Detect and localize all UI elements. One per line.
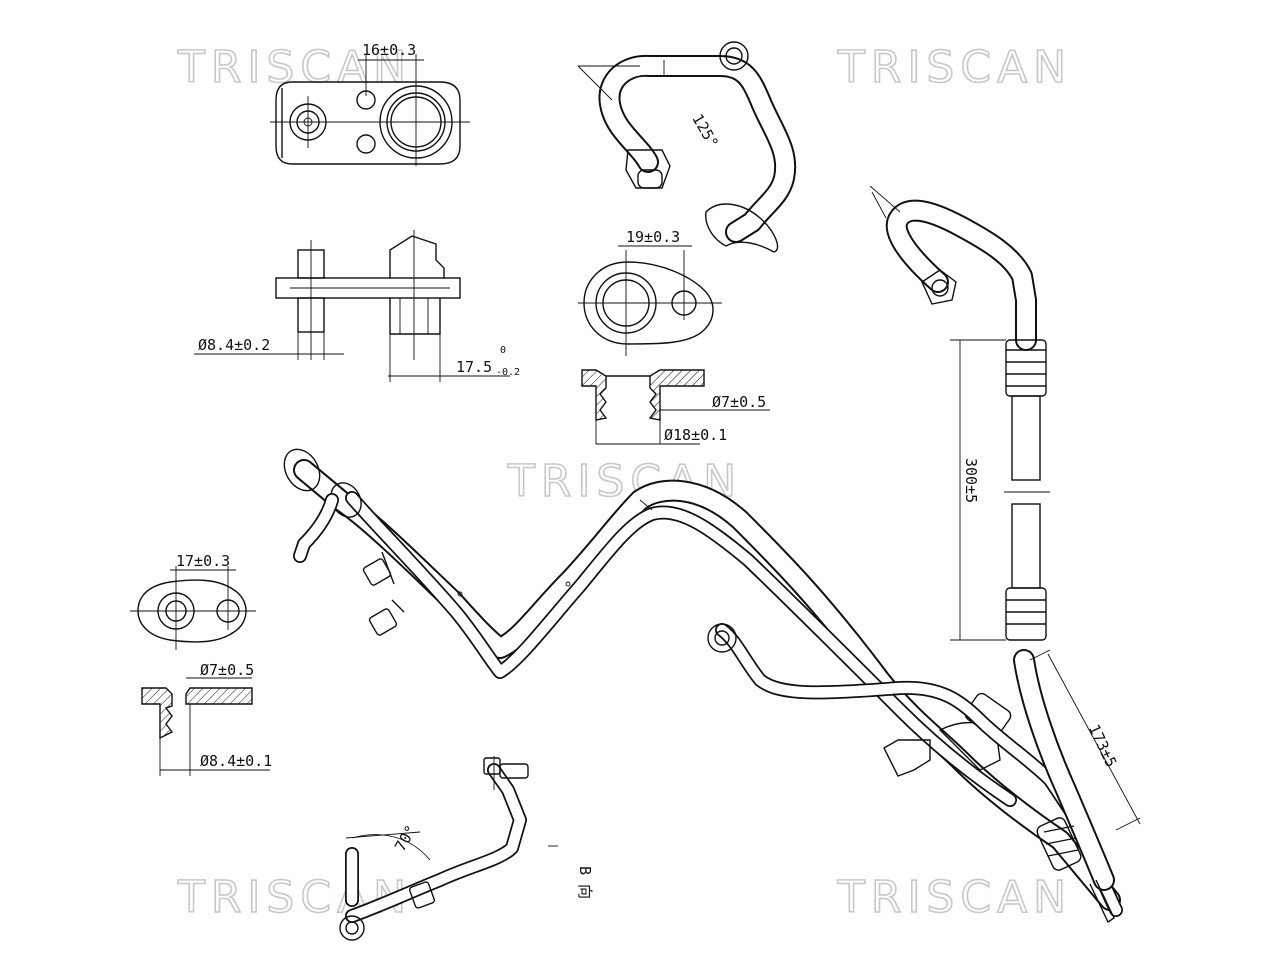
dim-branch-length: 173±5 xyxy=(1085,722,1120,771)
flange-left-plan: 17±0.3 xyxy=(130,552,256,650)
flange-mid-section: Ø7±0.5 Ø18±0.1 xyxy=(581,369,770,445)
dim-bend-angle-bottom: 70° xyxy=(391,822,420,854)
flange-side-view: Ø8.4±0.2 17.5 0 -0.2 xyxy=(194,230,520,382)
flange-top-plan: 16±0.3 xyxy=(270,41,470,166)
watermark-layer: TRISCAN TRISCAN TRISCAN TRISCAN TRISCAN xyxy=(176,41,1072,924)
watermark-bottom-left: TRISCAN xyxy=(177,872,412,923)
dim-side-bore: Ø8.4±0.2 xyxy=(198,336,270,354)
pipe-branch-assembly: 173±5 xyxy=(707,623,1141,924)
watermark-top-left: TRISCAN xyxy=(177,42,412,93)
dim-flange-mid-bore: Ø7±0.5 xyxy=(712,393,766,411)
pipe-bottom-bend: 70° B 向 xyxy=(339,756,594,941)
hose-right-assembly: 300±5 xyxy=(869,185,1050,641)
dim-flange-mid-outer: Ø18±0.1 xyxy=(664,426,727,444)
pipe-main-assembly xyxy=(283,448,1121,911)
view-label: B 向 xyxy=(576,866,594,899)
dim-side-length-sub: -0.2 xyxy=(496,367,520,378)
dim-hose-length: 300±5 xyxy=(962,458,980,503)
dim-bend-angle-top: 125° xyxy=(688,111,722,151)
flange-left-section: Ø7±0.5 Ø8.4±0.1 xyxy=(141,661,272,776)
watermark-bottom-right: TRISCAN xyxy=(837,872,1072,923)
dim-flange-top-width: 16±0.3 xyxy=(362,41,416,59)
dim-side-length-sup: 0 xyxy=(500,345,506,356)
pipe-top-bend: 125° xyxy=(577,41,797,253)
dim-flange-left-outer: Ø8.4±0.1 xyxy=(200,752,272,770)
dim-flange-left-width: 17±0.3 xyxy=(176,552,230,570)
dim-side-length: 17.5 xyxy=(456,358,492,376)
dim-flange-mid-width: 19±0.3 xyxy=(626,228,680,246)
watermark-top-right: TRISCAN xyxy=(837,42,1072,93)
flange-mid-plan: 19±0.3 xyxy=(578,228,722,356)
dim-flange-left-bore: Ø7±0.5 xyxy=(200,661,254,679)
